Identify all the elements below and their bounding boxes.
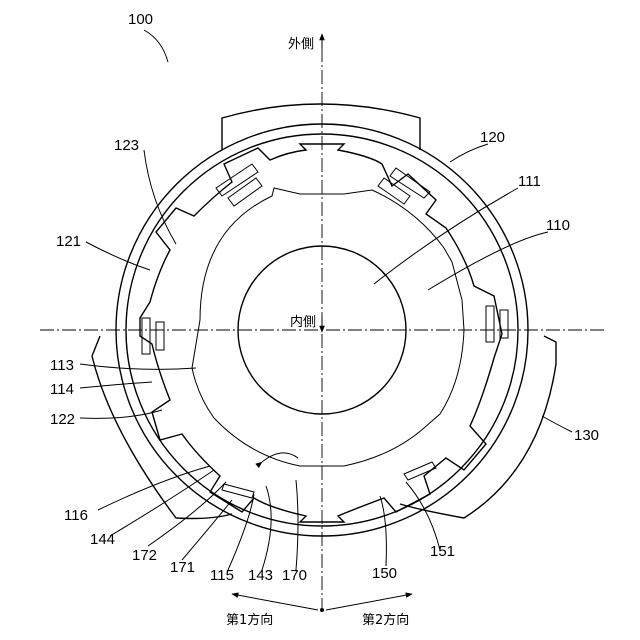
- label-120: 120: [480, 129, 505, 146]
- label-143: 143: [248, 567, 273, 584]
- leader-lines: [80, 30, 572, 570]
- label-116: 116: [64, 507, 88, 524]
- label-110: 110: [546, 217, 570, 234]
- label-171: 171: [170, 559, 195, 576]
- first-direction-arrow: [232, 594, 318, 610]
- label-114: 114: [50, 381, 74, 398]
- label-122: 122: [50, 411, 75, 428]
- second-direction-label: 第2方向: [362, 612, 409, 628]
- rotor-inner-contour-111: [192, 188, 464, 466]
- label-150: 150: [372, 565, 397, 582]
- label-111: 111: [518, 173, 541, 190]
- figure-ref-label: 100: [128, 11, 153, 28]
- label-130: 130: [574, 427, 599, 444]
- inner-direction-label: 内側: [290, 314, 316, 330]
- label-151: 151: [430, 543, 455, 560]
- second-direction-arrow: [326, 594, 412, 610]
- outer-direction-label: 外側: [288, 37, 314, 52]
- first-direction-label: 第1方向: [226, 612, 273, 628]
- label-172: 172: [132, 547, 157, 564]
- label-170: 170: [282, 567, 307, 584]
- label-144: 144: [90, 531, 115, 548]
- rotor-110: [140, 144, 502, 522]
- label-115: 115: [210, 567, 234, 584]
- label-123: 123: [114, 137, 139, 154]
- label-113: 113: [50, 357, 74, 374]
- label-121: 121: [56, 233, 81, 250]
- direction-origin: [320, 608, 324, 612]
